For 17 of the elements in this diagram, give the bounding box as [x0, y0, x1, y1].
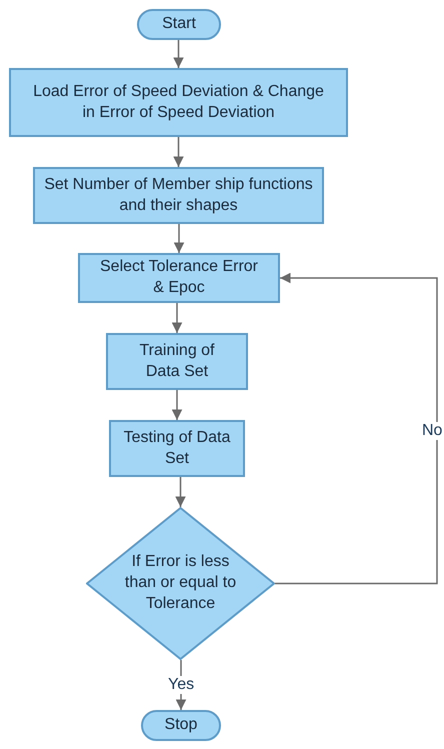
arrow: [173, 137, 184, 167]
arrow: [173, 40, 184, 68]
process-box: Testing of Data Set: [109, 420, 245, 477]
arrow: [172, 390, 182, 420]
terminal-pill: Stop: [141, 710, 221, 741]
arrow: [175, 477, 186, 507]
arrow: [172, 303, 182, 333]
process-box: Training of Data Set: [106, 333, 248, 390]
process-box: Select Tolerance Error & Epoc: [78, 253, 280, 303]
process-box: Set Number of Member ship functions and their shapes: [33, 167, 324, 224]
arrow: [275, 272, 438, 584]
terminal-pill: Start: [137, 9, 221, 40]
arrow: [174, 224, 184, 253]
edge-label: No: [421, 422, 444, 440]
decision-diamond: If Error is less than or equal to Tolerance: [86, 507, 275, 660]
edge-label: Yes: [167, 676, 196, 694]
process-box: Load Error of Speed Deviation & Change in Error of Speed Deviation: [9, 68, 348, 137]
